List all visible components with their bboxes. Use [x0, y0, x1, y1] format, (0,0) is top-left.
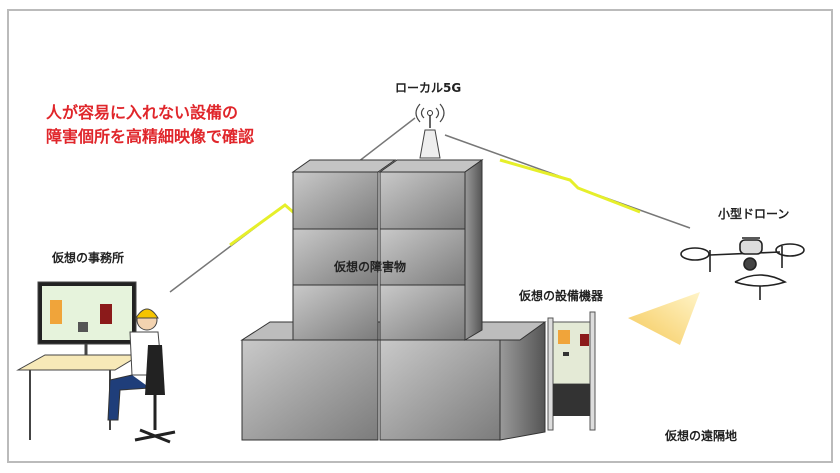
- drone-icon: [680, 237, 805, 300]
- label-local5g: ローカル5G: [395, 81, 461, 95]
- headline-line1: 人が容易に入れない設備の: [46, 103, 238, 122]
- label-drone: 小型ドローン: [718, 206, 789, 221]
- office-operator-icon: [16, 281, 176, 444]
- label-remote: 仮想の遠隔地: [664, 428, 737, 443]
- label-equipment: 仮想の設備機器: [518, 288, 604, 303]
- obstacle-boxes: [240, 159, 547, 441]
- label-office: 仮想の事務所: [51, 250, 124, 265]
- equipment-panel-icon: [547, 311, 596, 431]
- antenna-icon: ローカル5G: [395, 81, 461, 159]
- label-obstacle: 仮想の障害物: [333, 259, 406, 274]
- headline-line2: 障害個所を高精細映像で確認: [46, 127, 254, 146]
- camera-light-beam: [628, 292, 700, 345]
